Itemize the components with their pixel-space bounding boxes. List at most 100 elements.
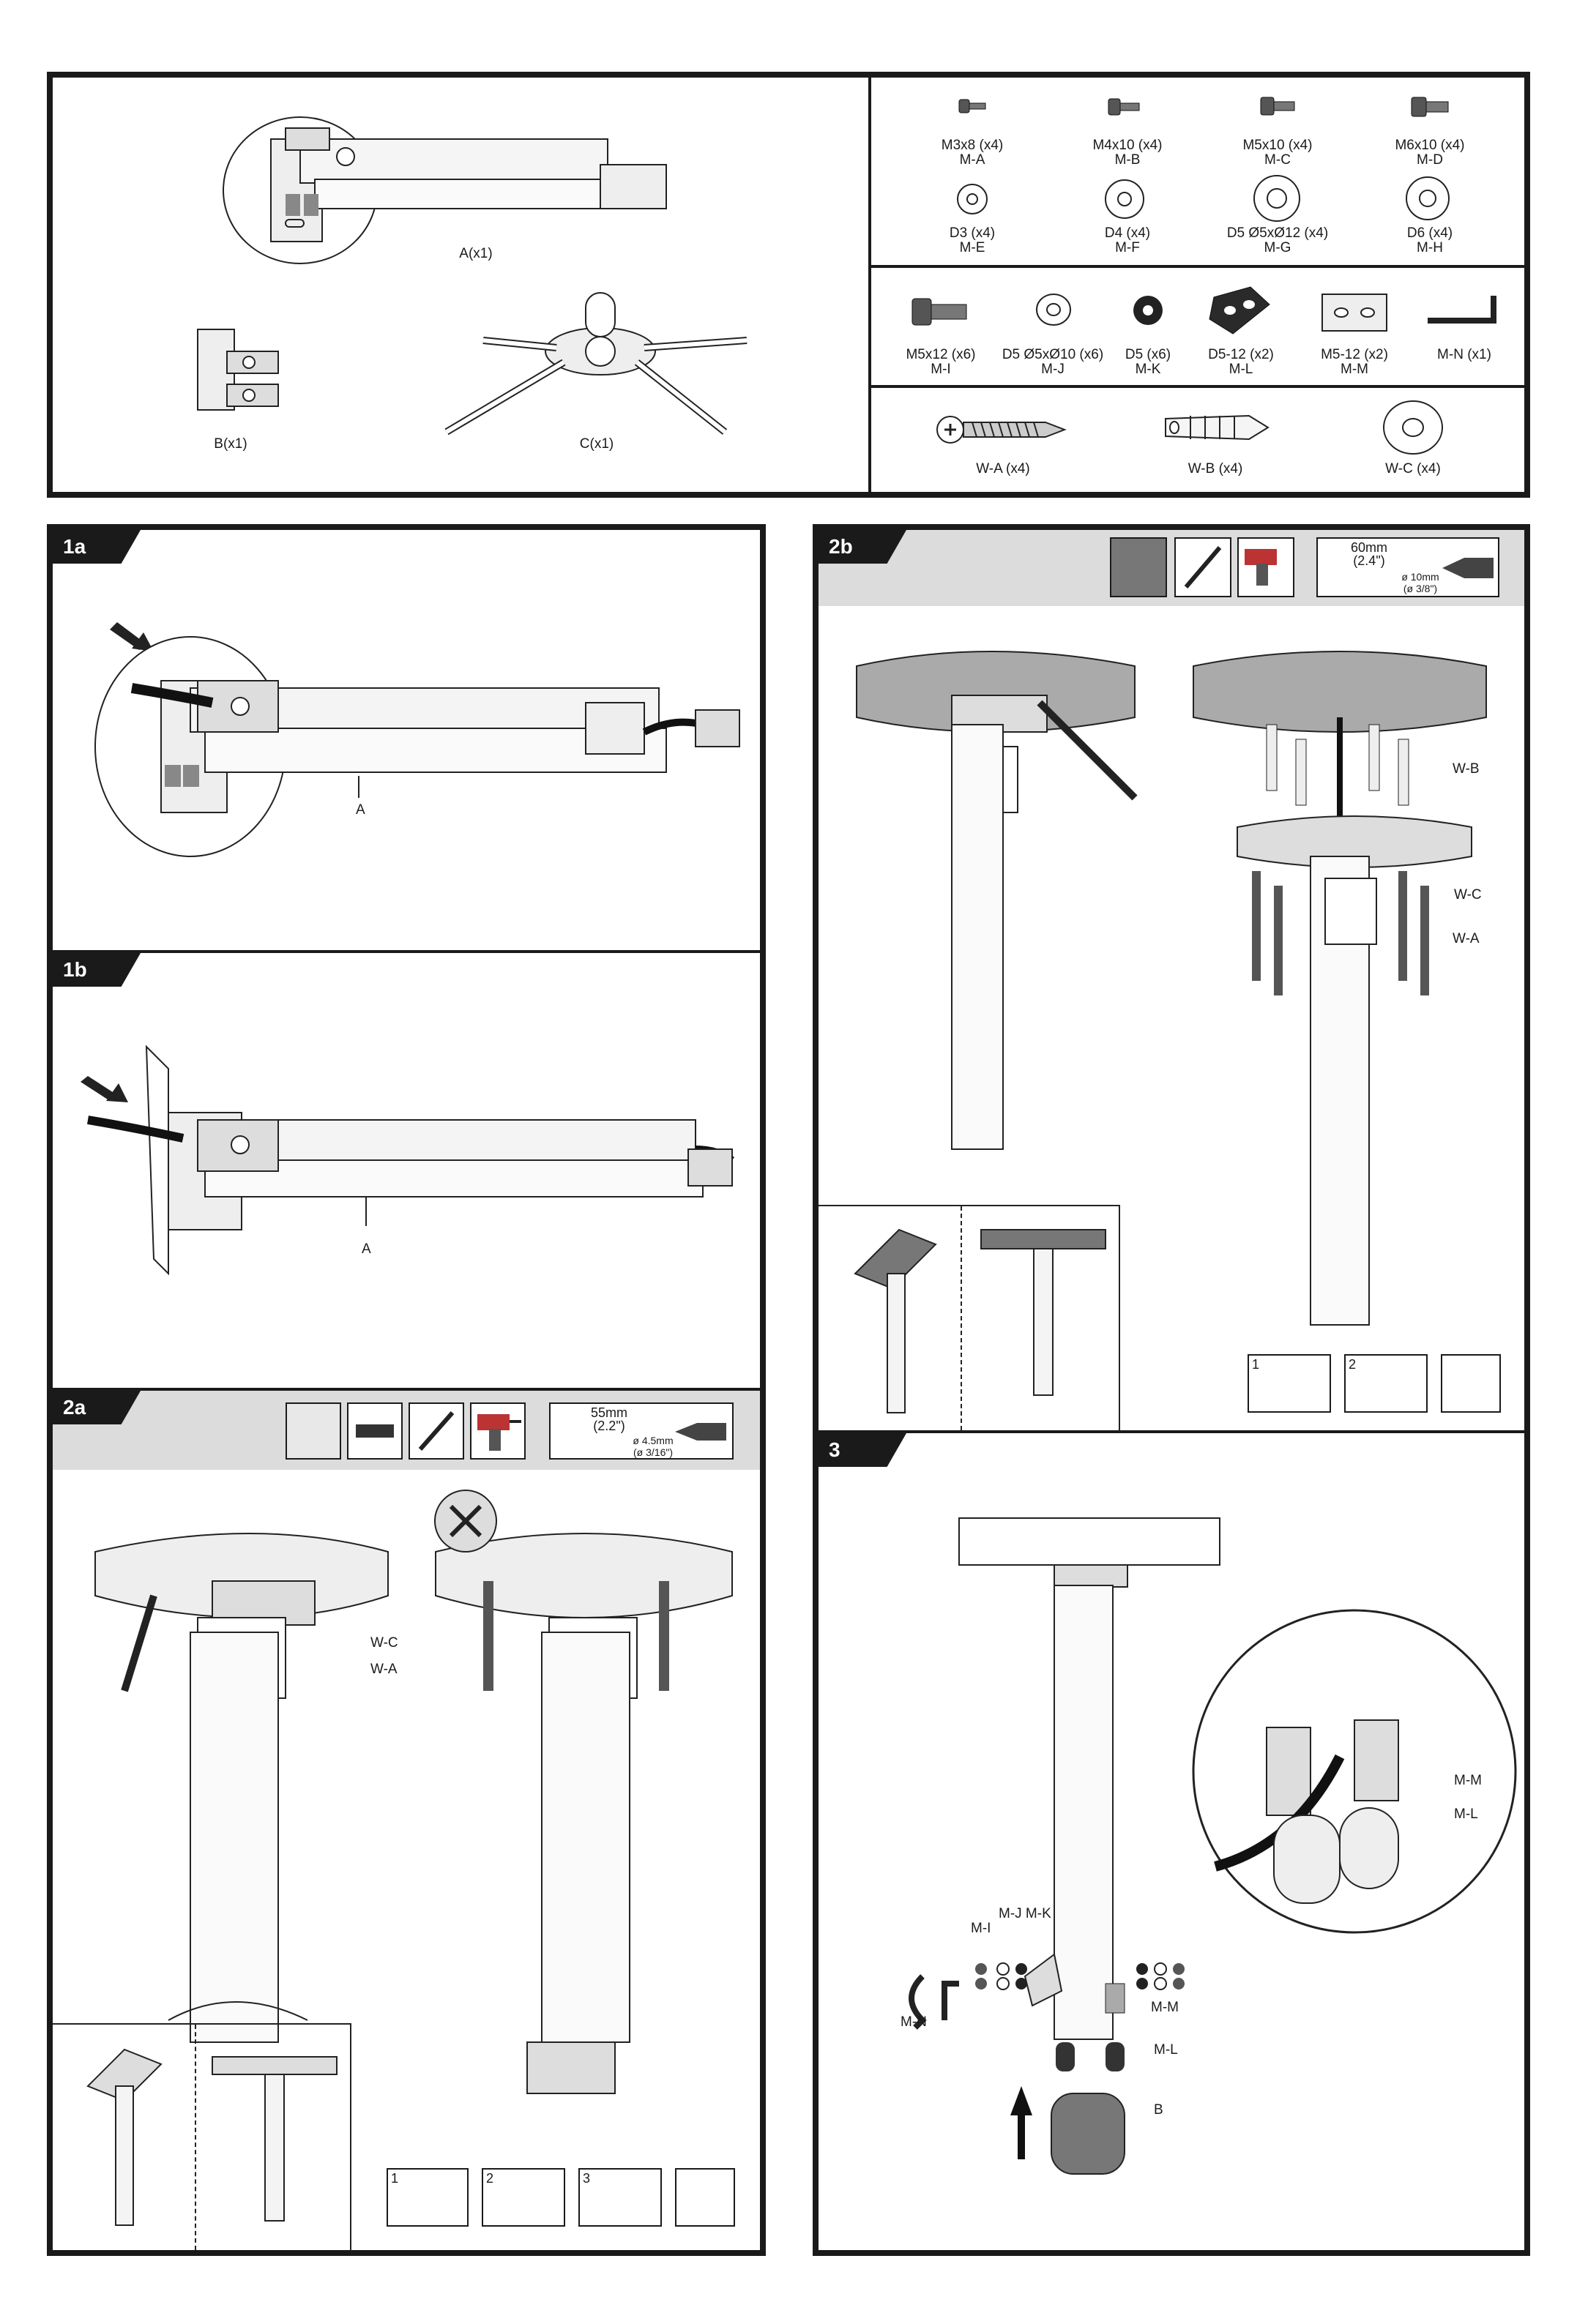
- step-3-callout-mm-detail: M-M: [1454, 1773, 1482, 1788]
- step-2a-inset-divider: [195, 2025, 196, 2250]
- hw-m-a-code: M-A: [959, 152, 985, 168]
- step-1a-callout-a: A: [356, 802, 365, 818]
- step-2b-callout-wb: W-B: [1453, 761, 1480, 777]
- parts-divider: [868, 78, 871, 492]
- tool-drill-icon: [470, 1402, 526, 1460]
- hw-m-k-code: M-K: [1135, 362, 1161, 377]
- substep-2a-3: 3: [578, 2168, 662, 2227]
- hw-m-j-code: M-J: [1041, 362, 1065, 377]
- divider-1b-2a: [53, 1388, 760, 1391]
- hw-m-g-code: M-G: [1264, 240, 1291, 255]
- wood-screw-w-a-icon: [936, 416, 1067, 444]
- hw-w-a-size: W-A (x4): [976, 461, 1030, 477]
- tool-drill-2b-icon: [1237, 537, 1294, 597]
- hw-m-f-size: D4 (x4): [1104, 225, 1151, 241]
- step-2b-inset: [819, 1205, 1120, 1432]
- step-2b-inset-drawing-2: [980, 1229, 1106, 1396]
- step-3-callout-ml-detail: M-L: [1454, 1806, 1478, 1822]
- hw-m-i-code: M-I: [931, 362, 951, 377]
- step-3-callout-mm: M-M: [1151, 2000, 1179, 2015]
- hw-m-f-code: M-F: [1115, 240, 1140, 255]
- washer-w-c-icon: [1383, 400, 1443, 455]
- drill-depth-diagram: 55mm (2.2") ø 4.5mm (ø 3/16"): [549, 1402, 734, 1460]
- tool-level-icon: [347, 1402, 403, 1460]
- washer-m-h-icon: [1406, 176, 1450, 220]
- hw-m-h-code: M-H: [1417, 240, 1443, 255]
- step-2b-tag: 2b: [819, 530, 906, 564]
- divider-1a-1b: [53, 950, 760, 953]
- hw-m-k-size: D5 (x6): [1125, 347, 1171, 362]
- step-1b-tag: 1b: [53, 953, 141, 987]
- part-c-label: C(x1): [579, 436, 614, 452]
- hw-m-n-size: M-N (x1): [1437, 347, 1491, 362]
- step-3-drawing: [909, 1517, 1517, 2175]
- hw-m-d-size: M6x10 (x4): [1395, 138, 1465, 153]
- screw-m-b-icon: [1108, 98, 1140, 116]
- step-1b-header: 1b: [53, 953, 760, 987]
- hw-m-g-size: D5 Ø5xØ12 (x4): [1226, 225, 1329, 241]
- hex-key-m-n-icon: [1428, 296, 1496, 324]
- hw-m-a-size: M3x8 (x4): [941, 138, 1004, 153]
- screw-m-a-icon: [958, 99, 986, 113]
- drill-2a-bit-in: (ø 3/16"): [633, 1446, 673, 1458]
- part-a-drawing: [223, 116, 667, 264]
- spacer-m-l-icon: [1209, 286, 1270, 335]
- tool-wall-icon: [286, 1402, 341, 1460]
- drill-2a-depth-in: (2.2"): [593, 1419, 625, 1433]
- drill-2b-depth: 60mm: [1350, 540, 1387, 555]
- step-1a-header: 1a: [53, 530, 760, 564]
- drill-2b-bit-in: (ø 3/8"): [1403, 583, 1438, 594]
- hw-m-l-size: D5-12 (x2): [1208, 347, 1274, 362]
- hw-m-b-size: M4x10 (x4): [1092, 138, 1163, 153]
- step-2a-callout-wc: W-C: [370, 1635, 398, 1651]
- drill-depth-2b-diagram: 60mm (2.4") ø 10mm (ø 3/8"): [1316, 537, 1499, 597]
- tool-concrete-icon: [1110, 537, 1167, 597]
- screw-m-c-icon: [1260, 97, 1295, 116]
- hardware-divider-1: [871, 265, 1524, 268]
- step-2a-inset-drawing-1: [86, 2048, 163, 2226]
- step-2b-callout-wa: W-A: [1453, 931, 1480, 946]
- substep-2a-2-number: 2: [486, 2171, 494, 2186]
- hw-m-m-size: M5-12 (x2): [1321, 347, 1388, 362]
- step-3-callout-mj-mk: M-J M-K: [999, 1906, 1051, 1921]
- drill-2b-depth-in: (2.4"): [1353, 553, 1385, 568]
- washer-m-f-icon: [1105, 179, 1144, 219]
- anchor-w-b-icon: [1165, 414, 1270, 441]
- substep-2a-drill: [675, 2168, 735, 2227]
- screw-m-d-icon: [1411, 97, 1449, 117]
- substep-2a-3-number: 3: [583, 2171, 591, 2186]
- drill-2a-bit: ø 4.5mm: [633, 1435, 674, 1446]
- step-3-callout-mi: M-I: [971, 1921, 991, 1936]
- step-2b-inset-drawing-1: [854, 1228, 937, 1413]
- step-2a-callout-wa: W-A: [370, 1662, 398, 1677]
- step-2b-drawing: [856, 651, 1487, 1326]
- hw-m-b-code: M-B: [1114, 152, 1141, 168]
- washer-m-k-icon: [1133, 296, 1163, 325]
- hw-m-e-code: M-E: [959, 240, 985, 255]
- step-2a-inset: [53, 2023, 351, 2252]
- tool-pencil-icon: [409, 1402, 464, 1460]
- part-b-drawing: [197, 329, 279, 411]
- step-3-tag: 3: [819, 1433, 906, 1467]
- step-3-callout-b: B: [1154, 2102, 1163, 2118]
- step-2b-inset-divider: [961, 1206, 962, 1430]
- step-3-callout-mn: M-N: [901, 2014, 927, 2030]
- hw-m-m-code: M-M: [1341, 362, 1368, 377]
- substep-2a-1-number: 1: [391, 2171, 399, 2186]
- step-2b-callout-wc: W-C: [1454, 887, 1482, 903]
- drill-2a-depth: 55mm: [590, 1405, 627, 1420]
- part-b-label: B(x1): [214, 436, 247, 452]
- step-2a-inset-drawing-2: [212, 2056, 338, 2222]
- hw-m-j-size: D5 Ø5xØ10 (x6): [1002, 347, 1104, 362]
- hw-w-b-size: W-B (x4): [1188, 461, 1243, 477]
- part-a-label: A(x1): [459, 246, 493, 261]
- step-1b-drawing: [81, 1045, 734, 1276]
- step-1a-tag: 1a: [53, 530, 141, 564]
- hw-m-c-size: M5x10 (x4): [1242, 138, 1313, 153]
- divider-2b-3: [819, 1430, 1524, 1433]
- tool-pencil-2b-icon: [1174, 537, 1231, 597]
- step-1a-drawing: [94, 622, 740, 857]
- washer-m-e-icon: [957, 184, 988, 214]
- hw-m-i-size: M5x12 (x6): [906, 347, 976, 362]
- substep-2b-2-number: 2: [1349, 1357, 1357, 1372]
